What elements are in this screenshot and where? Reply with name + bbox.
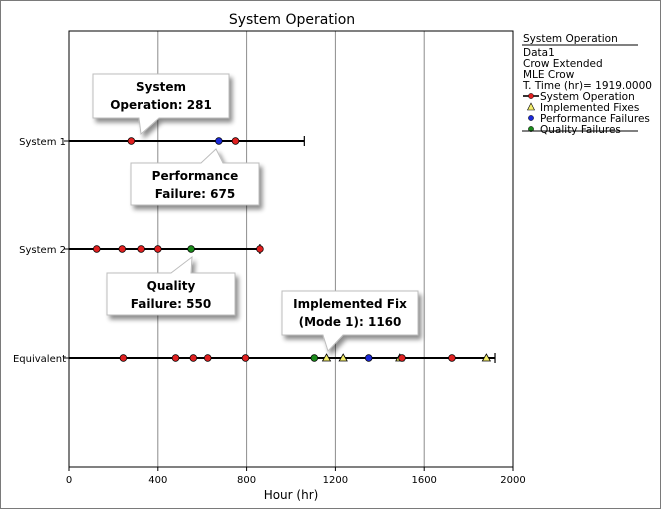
x-tick-label: 1600: [411, 475, 436, 486]
legend-info-line: T. Time (hr)= 1919.0000: [522, 80, 652, 92]
x-tick-label: 800: [237, 475, 256, 486]
system-operation-marker: [398, 354, 406, 362]
system-operation-marker: [118, 245, 127, 253]
legend-triangle-symbol: [527, 102, 535, 111]
callout-text: Failure: 675: [155, 187, 235, 201]
system-operation-marker: [171, 354, 180, 362]
callout-text: (Mode 1): 1160: [299, 315, 402, 329]
implemented-fix-marker: [481, 353, 492, 362]
legend-entry-label: Performance Failures: [540, 113, 650, 125]
callout-box: [130, 148, 260, 206]
legend-dot-symbol: [528, 93, 534, 99]
callout-text: Quality: [147, 279, 196, 293]
callout-box: [106, 255, 236, 316]
system-operation-marker: [231, 137, 240, 145]
legend-entry-label: Implemented Fixes: [540, 102, 639, 114]
legend-green-dot-symbol: [528, 126, 534, 132]
x-axis-label: Hour (hr): [264, 488, 319, 502]
legend-info-line: Crow Extended: [523, 58, 603, 70]
callout: [106, 255, 236, 316]
chart-title: System Operation: [229, 12, 355, 28]
quality-failure-marker: [187, 245, 195, 253]
system-operation-marker: [92, 245, 101, 253]
system-operation-marker: [448, 354, 456, 362]
legend-info-line: Data1: [523, 47, 555, 59]
system-operation-marker: [241, 354, 250, 362]
performance-failure-marker: [364, 354, 373, 362]
x-tick-label: 400: [148, 475, 167, 486]
system-operation-marker: [127, 137, 136, 145]
system-operation-marker: [119, 354, 128, 362]
system-operation-marker: [189, 354, 198, 362]
implemented-fix-marker: [338, 353, 348, 362]
system-operation-marker: [204, 354, 212, 362]
y-tick-label: System 2: [19, 245, 66, 256]
performance-failure-marker: [215, 137, 223, 145]
legend-entry-label: System Operation: [540, 91, 635, 103]
system-operation-marker: [256, 245, 264, 253]
callout-text: Failure: 550: [131, 297, 211, 311]
y-tick-label: Equivalent: [13, 354, 66, 365]
callout-text: Implemented Fix: [293, 297, 407, 311]
system-operation-marker: [137, 245, 145, 253]
x-tick-label: 0: [66, 475, 72, 486]
callout-box: [92, 73, 230, 136]
legend-title: System Operation: [523, 33, 618, 45]
legend-info-line: MLE Crow: [523, 69, 575, 81]
legend-entry-label: Quality Failures: [540, 124, 621, 136]
callout-text: Operation: 281: [110, 98, 212, 112]
implemented-fix-marker: [321, 353, 332, 362]
callout: [281, 290, 419, 352]
quality-failure-marker: [310, 354, 319, 362]
callout-box: [281, 290, 419, 352]
callout: [92, 73, 230, 136]
system-operation-marker: [154, 245, 162, 253]
y-tick-label: System 1: [19, 137, 66, 148]
callout-text: System: [136, 80, 186, 94]
x-tick-label: 1200: [323, 475, 348, 486]
callout: [130, 148, 260, 206]
callout-text: Performance: [152, 169, 239, 183]
x-tick-label: 2000: [500, 475, 525, 486]
legend-blue-dot-symbol: [528, 115, 534, 121]
